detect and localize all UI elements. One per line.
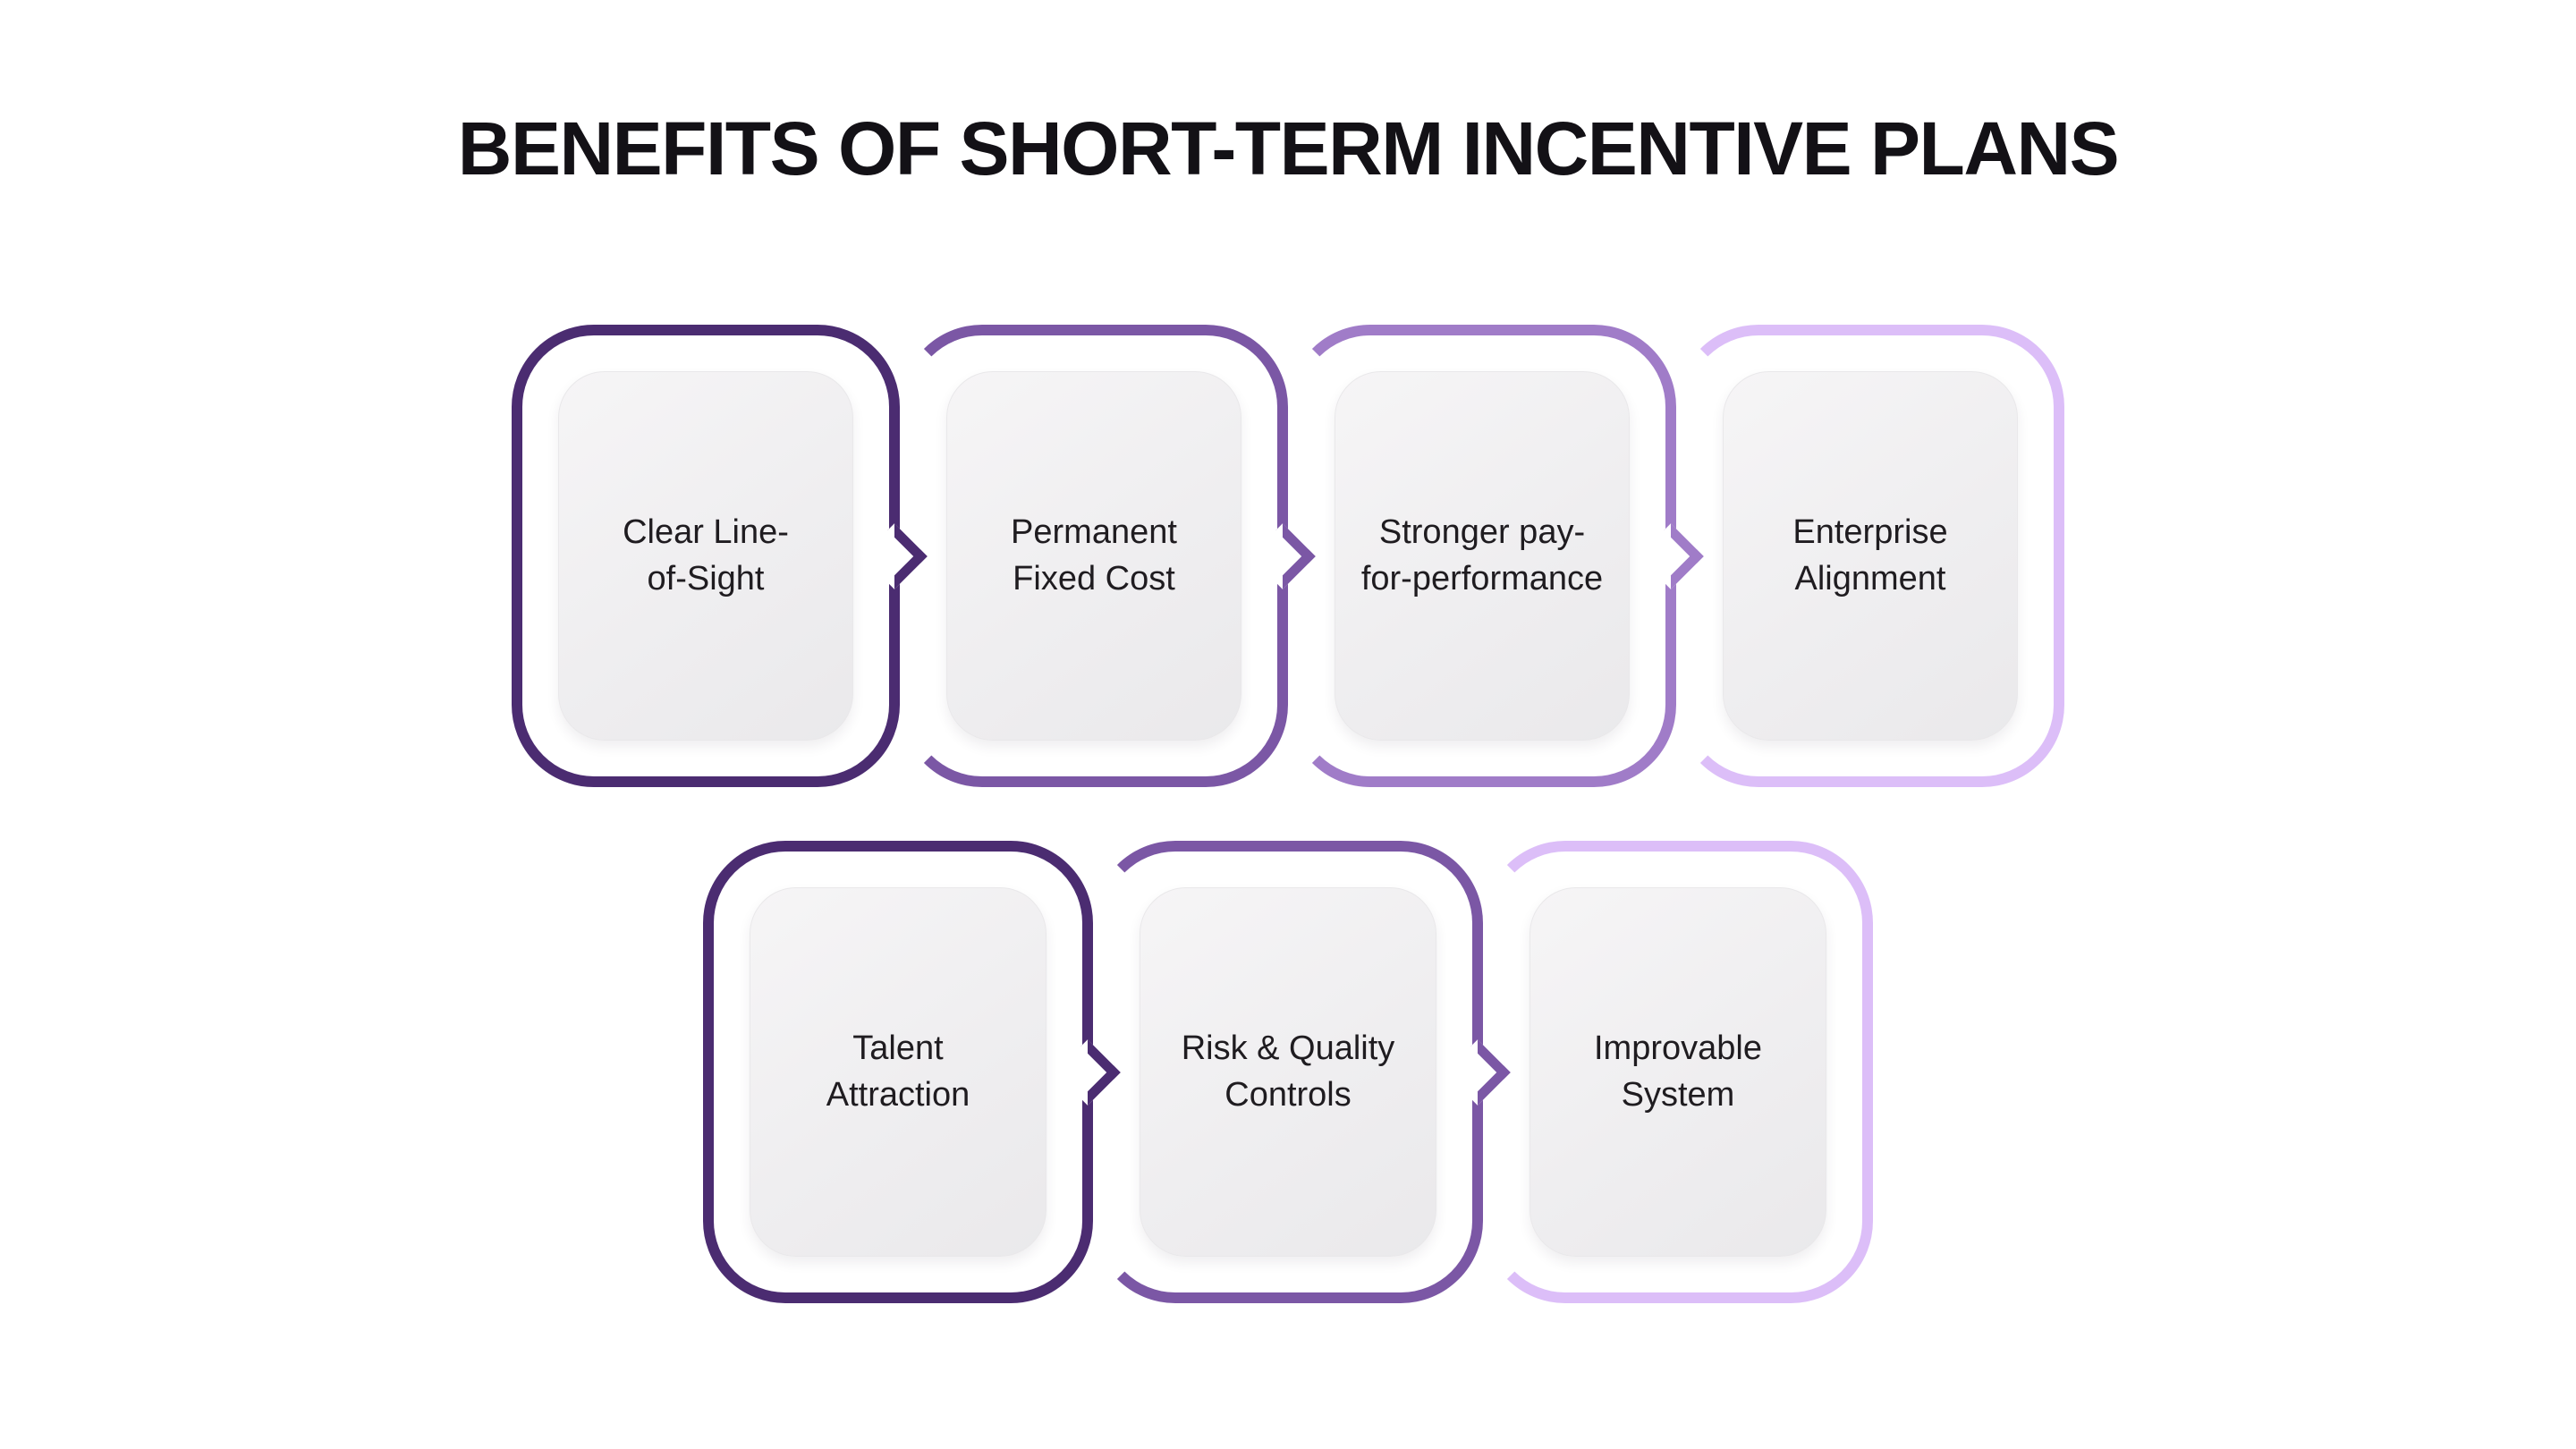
card-improvable-system: Improvable System [1483,841,1873,1303]
benefits-row-2: Talent Attraction Risk & Quality Control… [703,841,1873,1303]
card-label: Permanent Fixed Cost [1011,513,1177,597]
card-panel: Stronger pay- for-performance [1335,371,1630,741]
card-enterprise-alignment: Enterprise Alignment [1676,325,2064,787]
card-label: Stronger pay- for-performance [1360,513,1604,597]
card-risk-quality-controls: Risk & Quality Controls [1093,841,1511,1303]
benefits-row-1: Clear Line- of-Sight Permanent Fixed Cos… [512,325,2064,787]
card-panel: Talent Attraction [750,887,1046,1257]
card-talent-attraction: Talent Attraction [703,841,1121,1303]
page-title: BENEFITS OF SHORT-TERM INCENTIVE PLANS [457,106,2120,191]
card-panel: Risk & Quality Controls [1140,887,1436,1257]
card-clear-line-of-sight: Clear Line- of-Sight [512,325,928,787]
card-stronger-pay-for-performance: Stronger pay- for-performance [1288,325,1704,787]
card-panel: Clear Line- of-Sight [558,371,853,741]
card-label: Improvable System [1594,1030,1762,1114]
card-label: Clear Line- of-Sight [623,513,789,597]
card-panel: Enterprise Alignment [1723,371,2018,741]
card-panel: Improvable System [1530,887,1826,1257]
card-label: Talent Attraction [826,1030,970,1114]
card-permanent-fixed-cost: Permanent Fixed Cost [900,325,1316,787]
card-label: Risk & Quality Controls [1181,1030,1395,1114]
card-label: Enterprise Alignment [1792,513,1948,597]
card-panel: Permanent Fixed Cost [946,371,1241,741]
